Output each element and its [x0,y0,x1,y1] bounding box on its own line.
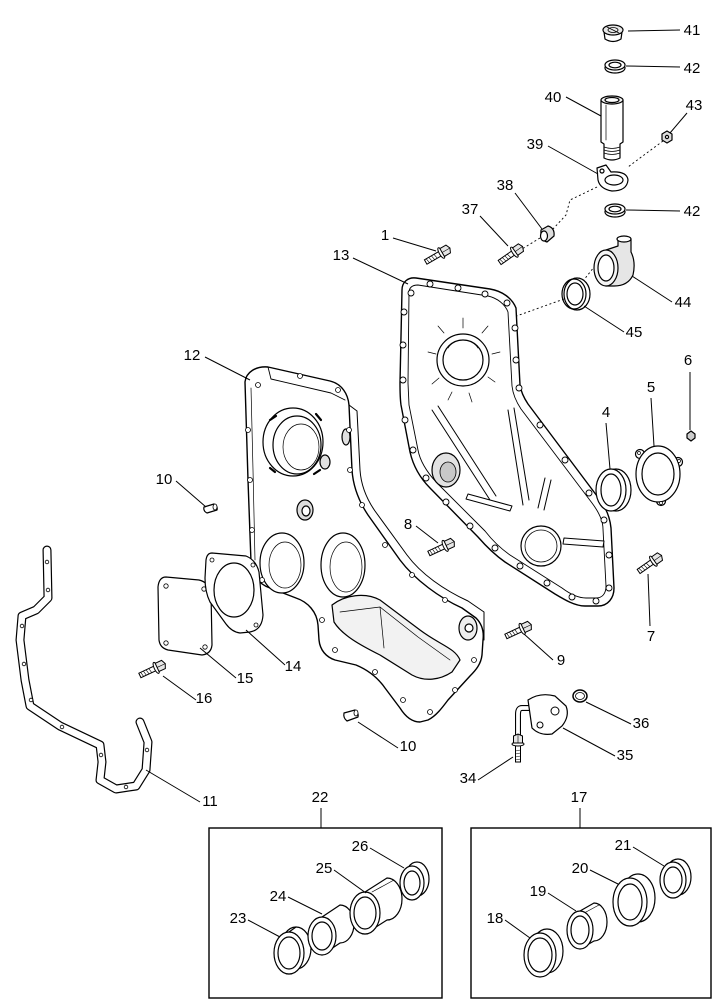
callout-11: 11 [202,793,218,810]
housing-gasket [15,545,153,794]
upper-bore [262,407,324,477]
leader-lines [145,29,691,939]
callout-12: 12 [184,347,201,364]
callout-5: 5 [647,379,655,396]
housing-bolt [425,535,458,560]
middle-right-bore [320,532,366,598]
callout-43: 43 [686,97,703,114]
oil-seal [595,468,632,512]
callout-34: 34 [460,770,477,787]
callout-22: 22 [312,789,329,806]
bushing-ring-23 [273,926,312,975]
callout-21: 21 [615,837,632,854]
bushing-25 [349,877,403,935]
callout-20: 20 [572,860,589,877]
filler-tube [600,95,624,161]
spacer-nut [539,225,555,243]
cover-bolt-holes [399,280,613,605]
lower-cavity [331,594,461,680]
housing-bolt-holes [245,373,477,715]
stud-bolt [495,240,527,268]
callout-labels: 41 42 40 43 39 38 42 37 1 13 44 45 12 6 … [156,22,703,927]
callout-37: 37 [462,201,479,218]
callout-6: 6 [684,352,692,369]
o-ring [561,277,591,311]
seal-ring-lower [604,203,626,218]
callout-26: 26 [352,838,369,855]
plate-gasket [204,552,264,634]
callout-39: 39 [527,136,544,153]
tube-bracket [515,694,568,738]
callout-7: 7 [647,628,655,645]
bushing-ring-18 [523,928,564,978]
callout-14: 14 [285,658,302,675]
bushing-ring-21 [659,858,692,899]
callout-9: 9 [557,652,565,669]
bushing-24 [307,904,355,956]
callout-10-lower: 10 [400,738,417,755]
bracket-bolt [511,733,525,763]
callout-40: 40 [545,89,562,106]
small-o-ring [572,689,588,703]
thermostat-housing [593,235,635,287]
callout-18: 18 [487,910,504,927]
callout-41: 41 [684,22,701,39]
bushing-ring-20 [612,873,656,927]
callout-35: 35 [617,747,634,764]
callout-45: 45 [626,324,643,341]
callout-10-upper: 10 [156,471,173,488]
plate-bolt [136,657,169,682]
callout-19: 19 [530,883,547,900]
callout-25: 25 [316,860,333,877]
seal-gasket [634,445,684,507]
cover-bolt [422,242,454,268]
middle-left-bore [259,532,305,594]
callout-36: 36 [633,715,650,732]
callout-42-upper: 42 [684,60,701,77]
dowel-pin-lower [343,709,359,722]
callout-8: 8 [404,516,412,533]
callout-44: 44 [675,294,692,311]
front-cover [399,277,615,607]
callout-4: 4 [602,404,610,421]
gear-housing [244,366,485,723]
bushing-19 [566,902,608,950]
callout-17: 17 [571,789,588,806]
nut-tiny [686,430,696,442]
callout-13: 13 [333,247,350,264]
callout-23: 23 [230,910,247,927]
dowel-pin-upper [203,503,218,514]
cover-plate [157,576,213,656]
callout-16: 16 [196,690,213,707]
kit-box-right [470,827,712,999]
callout-1: 1 [381,227,389,244]
clamp [596,164,629,192]
bushing-ring-26 [399,861,430,901]
callout-24: 24 [270,888,287,905]
kit-box-left [208,827,443,999]
filler-cap [602,24,624,43]
nut-small [661,130,673,144]
seal-ring-upper [604,59,626,74]
cover-bolt-lower [634,549,666,577]
callout-15: 15 [237,670,254,687]
cover-ribs [431,405,605,548]
callout-38: 38 [497,177,514,194]
front-seal-bore [427,317,501,403]
callout-42-lower: 42 [684,203,701,220]
